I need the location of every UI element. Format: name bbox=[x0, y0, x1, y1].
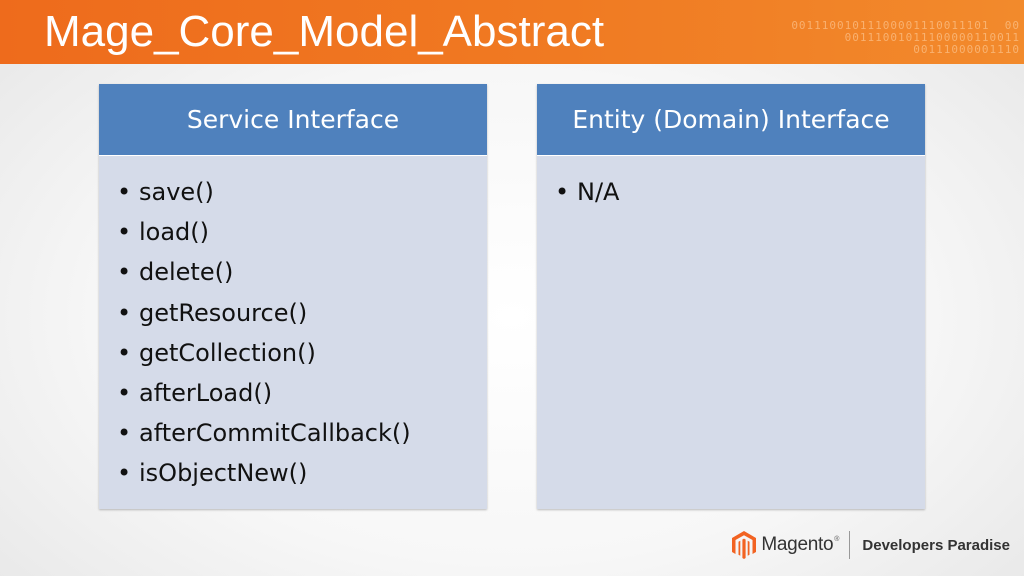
service-interface-column: Service Interface save() load() delete()… bbox=[99, 84, 487, 509]
list-item: delete() bbox=[117, 252, 487, 292]
list-item: getResource() bbox=[117, 293, 487, 333]
trademark-symbol: ® bbox=[834, 536, 840, 543]
binary-decoration: 00111001011100001110011101 00 0011100101… bbox=[791, 19, 1020, 56]
list-item: afterLoad() bbox=[117, 373, 487, 413]
method-list: save() load() delete() getResource() get… bbox=[99, 156, 487, 494]
magento-logo-icon bbox=[732, 531, 757, 559]
column-header: Service Interface bbox=[99, 84, 487, 156]
list-item: isObjectNew() bbox=[117, 453, 487, 493]
footer-tagline: Developers Paradise bbox=[862, 536, 1010, 554]
list-item: afterCommitCallback() bbox=[117, 413, 487, 453]
entity-interface-column: Entity (Domain) Interface N/A bbox=[537, 84, 925, 509]
list-item: save() bbox=[117, 172, 487, 212]
brand-name: Magento bbox=[761, 534, 834, 555]
list-item: load() bbox=[117, 212, 487, 252]
list-item: N/A bbox=[555, 172, 925, 212]
title-bar: 00111001011100001110011101 00 0011100101… bbox=[0, 0, 1024, 64]
column-header: Entity (Domain) Interface bbox=[537, 84, 925, 156]
method-list: N/A bbox=[537, 156, 925, 212]
list-item: getCollection() bbox=[117, 333, 487, 373]
footer-divider bbox=[849, 531, 851, 559]
footer-branding: Magento ® Developers Paradise bbox=[732, 528, 1010, 562]
slide-title: Mage_Core_Model_Abstract bbox=[44, 7, 605, 56]
